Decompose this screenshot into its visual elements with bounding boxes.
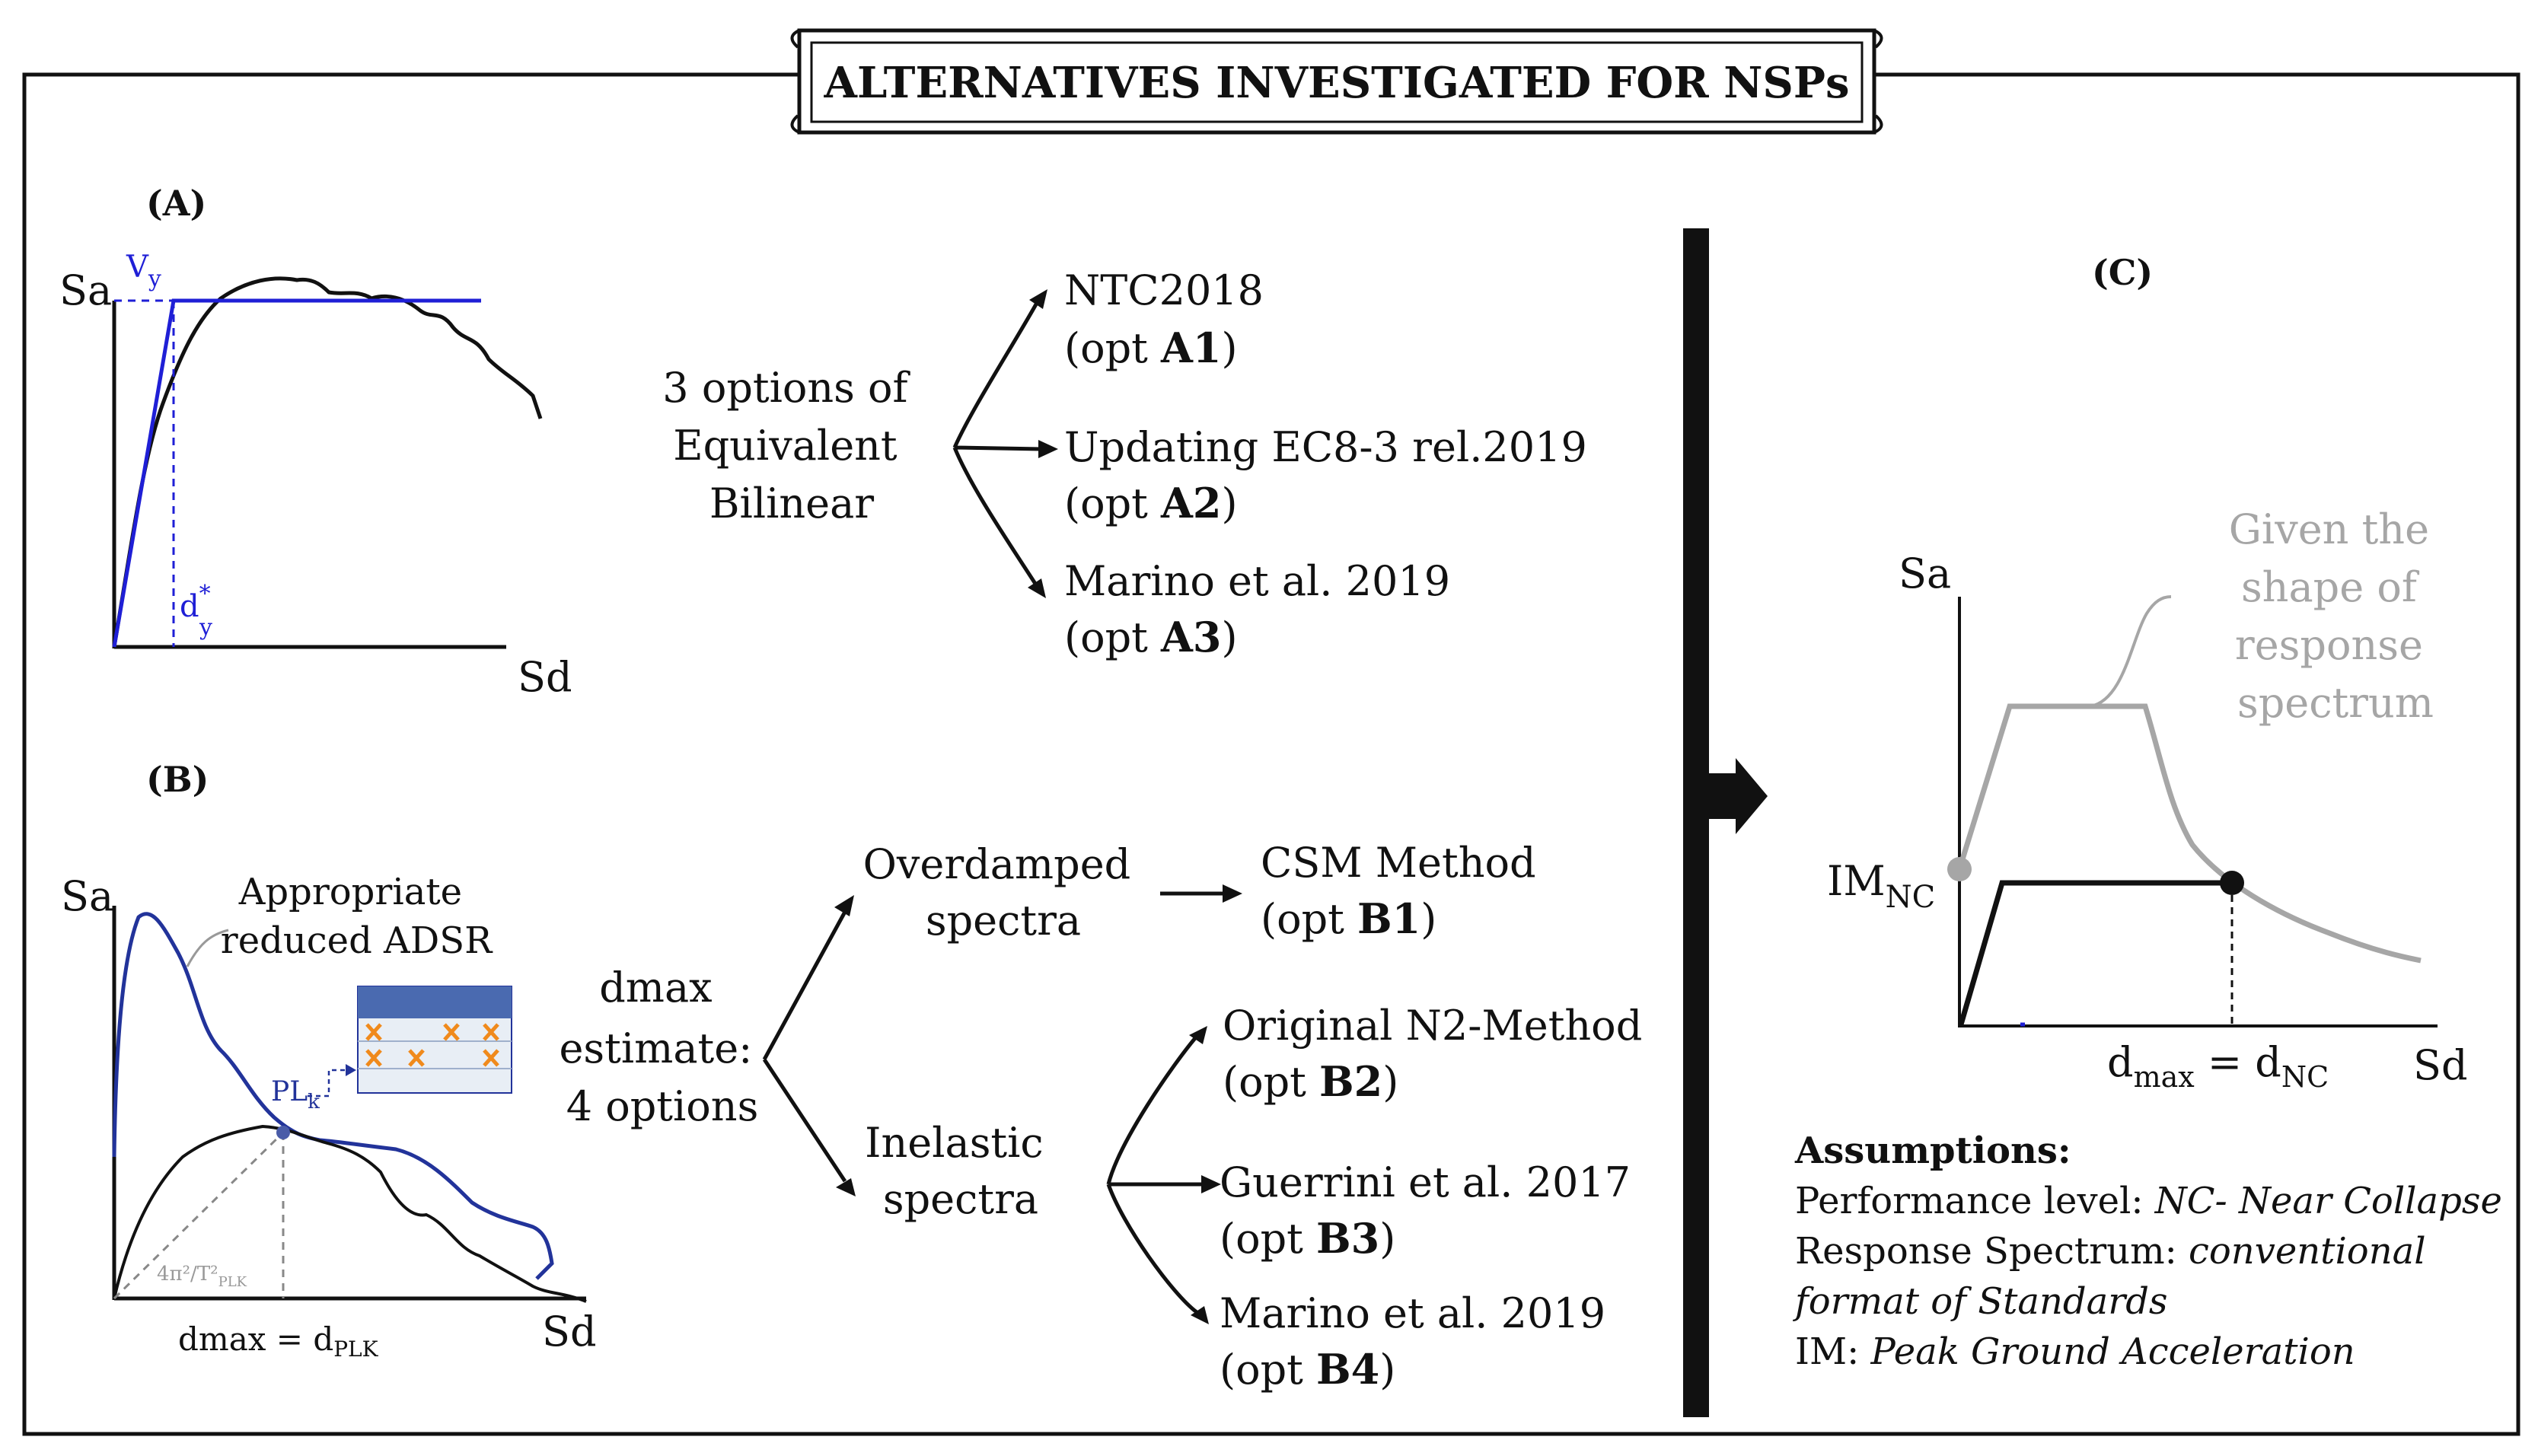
panel-b-inelastic-branches [1106,1037,1203,1314]
panel-b-secant [113,1131,285,1300]
branch-inelastic: Inelastic spectra [865,1119,1057,1223]
panel-a-y-axis-label: Sa [59,266,112,314]
svg-text:(opt B1): (opt B1) [1261,894,1436,943]
panel-c-x-axis-label: Sd [2413,1041,2468,1089]
svg-text:(opt A1): (opt A1) [1064,323,1238,372]
svg-text:(opt B4): (opt B4) [1220,1345,1395,1394]
svg-text:(opt B2): (opt B2) [1223,1057,1398,1106]
page-title: ALTERNATIVES INVESTIGATED FOR NSPs [824,58,1850,108]
option-a3: Marino et al. 2019 (opt A3) [1064,557,1450,661]
panel-a-label: (A) [146,183,206,224]
panel-b-label: (B) [146,759,209,800]
arrowhead [836,1178,856,1196]
panel-b-adsr-label: Appropriate reduced ADSR [221,871,493,962]
panel-c-spectrum-note: Given the shape of response spectrum [2229,505,2442,727]
panel-b-root-branches [762,910,847,1183]
assumption-line: format of Standards [1793,1280,2168,1323]
panel-b-y-axis-label: Sa [61,872,113,920]
panel-a-branches [952,301,1042,588]
panel-b-x-axis-label: Sd [542,1308,597,1356]
branch-overdamped: Overdamped spectra [863,840,1144,945]
divider-arrow [1709,758,1768,834]
svg-text:Marino et al. 2019: Marino et al. 2019 [1064,557,1450,605]
arrowhead [1189,1026,1207,1044]
panel-c-capacity-curve [1958,880,2232,1025]
panel-c-y-axis-label: Sa [1899,550,1951,597]
arrowhead [1038,440,1058,458]
arrowhead [834,895,854,916]
svg-text:(opt B3): (opt B3) [1220,1214,1395,1263]
arrowhead [1028,578,1046,598]
option-b2: Original N2-Method (opt B2) [1223,1002,1642,1106]
panel-a-dy-sub: y [199,614,212,641]
svg-text:(opt A3): (opt A3) [1064,613,1238,661]
panel-a-vy-label: Vy [126,250,161,292]
panel-b-capacity-curve [113,1124,587,1303]
panel-c-performance-point [2220,871,2244,895]
assumption-line: Performance level: NC- Near Collapse [1795,1180,2502,1222]
option-b3: Guerrini et al. 2017 (opt B3) [1220,1158,1631,1263]
panel-c-response-spectrum [1956,703,2422,964]
panel-c-label: (C) [2092,252,2153,293]
panel-a-dy-label: d* [180,581,211,624]
option-a1: NTC2018 (opt A1) [1064,266,1264,372]
svg-text:NTC2018: NTC2018 [1064,266,1264,314]
panel-b-performance-point [276,1126,290,1139]
assumption-line: Response Spectrum: conventional [1795,1230,2426,1273]
assumptions-heading: Assumptions: [1794,1129,2071,1172]
panel-c-dmax-label: dmax = dNC [2107,1038,2329,1094]
panel-b-tree: dmax estimate: 4 options Overdamped spec… [559,839,1642,1394]
arrowhead [1223,884,1242,903]
building-frame-icon [357,986,512,1094]
panel-c-chart: Sa Sd Given the shape of response spectr… [1827,505,2468,1094]
assumption-line: IM: Peak Ground Acceleration [1795,1330,2355,1373]
option-b1: CSM Method (opt B1) [1261,839,1536,943]
panel-a-tree: 3 options of Equivalent Bilinear NTC2018… [662,266,1587,661]
panel-b-root-text: dmax estimate: 4 options [559,964,765,1130]
panel-b-dmax-label: dmax = dPLK [178,1321,379,1362]
panel-a-x-axis-label: Sd [518,653,572,701]
panel-b-period-label: 4π²/T²PLK [157,1263,247,1290]
svg-text:Original N2-Method: Original N2-Method [1223,1002,1642,1050]
svg-text:Updating EC8-3 rel.2019: Updating EC8-3 rel.2019 [1064,423,1587,471]
panel-b-adsr-callout [186,929,229,967]
panel-a-capacity-curve [112,276,543,648]
arrowhead [1029,289,1047,309]
assumptions-block: Assumptions: Performance level: NC- Near… [1793,1129,2502,1373]
arrowhead [1201,1175,1221,1193]
panel-c-im-point [1947,857,1972,881]
title-banner: ALTERNATIVES INVESTIGATED FOR NSPs [790,28,1883,135]
arrowhead [1191,1306,1209,1324]
panel-b-pl-arrow [308,1069,347,1098]
panel-b-reduced-adsr [112,912,554,1280]
panel-a-bilinear [112,298,481,648]
panel-c-im-label: IMNC [1827,857,1935,915]
panel-c-spectrum-callout [2090,595,2172,708]
svg-text:Marino et al. 2019: Marino et al. 2019 [1220,1289,1605,1337]
svg-text:CSM Method: CSM Method [1261,839,1536,887]
svg-text:Guerrini et al. 2017: Guerrini et al. 2017 [1220,1158,1631,1206]
option-b4: Marino et al. 2019 (opt B4) [1220,1289,1605,1394]
panel-b-pl-label: PLk [271,1076,320,1114]
option-a2: Updating EC8-3 rel.2019 (opt A2) [1064,423,1587,527]
panel-b-chart: Sa Sd Appropriate reduced ADSR PLk 4π²/T… [61,871,597,1362]
divider-bar [1683,228,1709,1417]
panel-a-chart: Sa Sd Vy d* y [59,250,572,701]
panel-a-root-text: 3 options of Equivalent Bilinear [662,364,920,527]
svg-text:(opt A2): (opt A2) [1064,479,1238,527]
arrowhead [346,1064,356,1076]
